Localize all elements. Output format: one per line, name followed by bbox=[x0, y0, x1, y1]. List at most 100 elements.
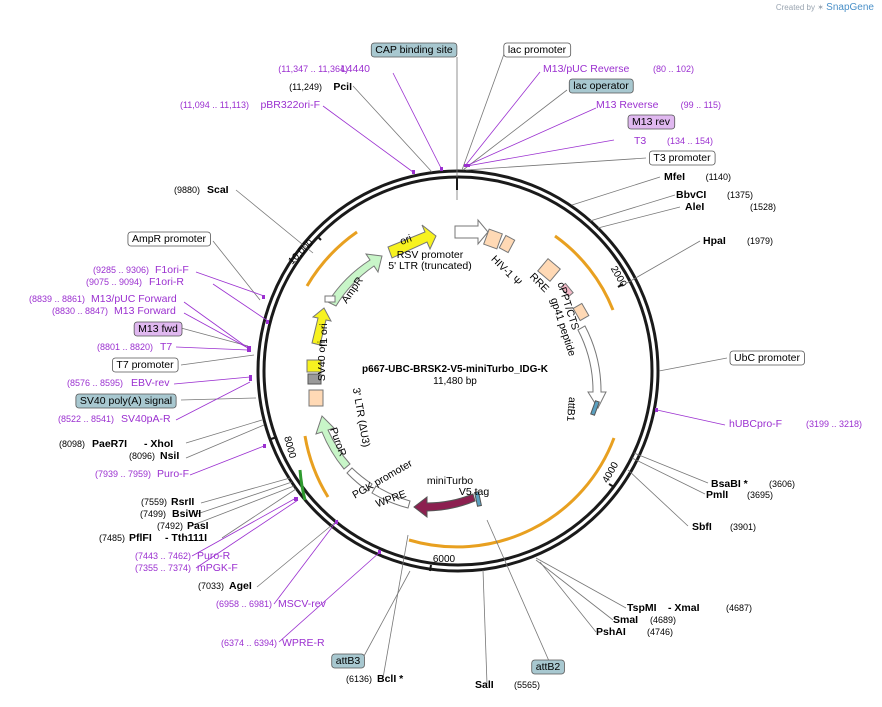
map-label[interactable]: NsiI bbox=[160, 450, 179, 462]
map-label-text[interactable]: attB3 bbox=[336, 655, 361, 667]
map-label-text[interactable]: (8576 .. 8595) bbox=[67, 378, 123, 388]
map-label-text[interactable]: - Tth111I bbox=[165, 532, 207, 544]
map-label-text[interactable]: (1528) bbox=[750, 202, 776, 212]
map-label[interactable]: (3901) bbox=[730, 522, 756, 532]
map-label-text[interactable]: CAP binding site bbox=[375, 44, 453, 56]
map-label[interactable]: WPRE-R bbox=[282, 637, 325, 649]
map-label-text[interactable]: PaeR7I bbox=[92, 438, 127, 450]
map-label[interactable]: (8096) bbox=[129, 451, 155, 461]
map-label-text[interactable]: (11,347 .. 11,364) bbox=[278, 64, 348, 74]
map-label-text[interactable]: (11,094 .. 11,113) bbox=[180, 100, 249, 110]
map-label[interactable]: (99 .. 115) bbox=[681, 100, 721, 110]
map-label[interactable]: CAP binding site bbox=[370, 42, 458, 58]
map-label-text[interactable]: SbfI bbox=[692, 521, 712, 533]
map-label-text[interactable]: (7499) bbox=[140, 509, 166, 519]
map-label-text[interactable]: M13 rev bbox=[632, 116, 671, 128]
map-label-text[interactable]: SmaI bbox=[613, 614, 638, 626]
map-label-text[interactable]: (8830 .. 8847) bbox=[52, 306, 108, 316]
map-label-text[interactable]: (1375) bbox=[727, 190, 753, 200]
map-label-text[interactable]: (8098) bbox=[59, 439, 85, 449]
map-label[interactable]: (3606) bbox=[769, 479, 795, 489]
map-label-text[interactable]: (3695) bbox=[747, 490, 773, 500]
map-label-text[interactable]: NsiI bbox=[160, 450, 179, 462]
map-label[interactable]: RsrII bbox=[171, 496, 194, 508]
map-label[interactable]: attB3 bbox=[331, 653, 365, 669]
map-label[interactable]: PasI bbox=[187, 520, 209, 532]
map-label[interactable]: (3695) bbox=[747, 490, 773, 500]
map-label-text[interactable]: F1ori-F bbox=[155, 264, 189, 276]
map-label-text[interactable]: MSCV-rev bbox=[278, 598, 327, 610]
map-label-text[interactable]: TspMI bbox=[627, 602, 657, 614]
map-label-text[interactable]: (7559) bbox=[141, 497, 167, 507]
map-label[interactable]: (134 .. 154) bbox=[667, 136, 713, 146]
map-label[interactable]: UbC promoter bbox=[729, 350, 805, 366]
map-label[interactable]: (7939 .. 7959) bbox=[95, 469, 151, 479]
map-label[interactable]: (11,347 .. 11,364) bbox=[278, 64, 348, 74]
map-label-text[interactable]: (7485) bbox=[99, 533, 125, 543]
map-label[interactable]: (8801 .. 8820) bbox=[97, 342, 153, 352]
map-label[interactable]: (8839 .. 8861) bbox=[29, 294, 85, 304]
map-label[interactable]: MfeI bbox=[664, 171, 685, 183]
map-label-text[interactable]: WPRE-R bbox=[282, 637, 325, 649]
map-label-text[interactable]: (6136) bbox=[346, 674, 372, 684]
map-label[interactable]: (11,094 .. 11,113) bbox=[180, 100, 249, 110]
feature-v5-tag[interactable] bbox=[473, 491, 483, 507]
map-label-text[interactable]: PmlI bbox=[706, 489, 728, 501]
map-label-text[interactable]: (7443 .. 7462) bbox=[135, 551, 191, 561]
map-label[interactable]: SV40pA-R bbox=[121, 413, 171, 425]
map-label-text[interactable]: L4440 bbox=[341, 63, 370, 75]
map-label[interactable]: pBR322ori-F bbox=[260, 99, 320, 111]
map-label[interactable]: (7499) bbox=[140, 509, 166, 519]
feature-rsv-promoter[interactable] bbox=[454, 218, 489, 246]
map-label[interactable]: (4687) bbox=[726, 603, 752, 613]
map-label-text[interactable]: M13 fwd bbox=[138, 323, 178, 335]
feature-puror[interactable] bbox=[315, 415, 351, 470]
map-label-text[interactable]: T7 bbox=[160, 341, 172, 353]
map-label[interactable]: (7355 .. 7374) bbox=[135, 563, 191, 573]
map-label-text[interactable]: (1140) bbox=[706, 172, 731, 182]
feature-cppt[interactable] bbox=[572, 302, 590, 322]
map-label-text[interactable]: M13 Reverse bbox=[596, 99, 659, 111]
map-label[interactable]: (7559) bbox=[141, 497, 167, 507]
map-label[interactable]: (4746) bbox=[647, 627, 673, 637]
map-label-text[interactable]: ScaI bbox=[207, 184, 229, 196]
map-label[interactable]: (11,249) bbox=[289, 82, 322, 92]
map-label[interactable]: lac operator bbox=[568, 78, 634, 94]
map-label[interactable]: SmaI bbox=[613, 614, 638, 626]
map-label[interactable]: M13 rev bbox=[627, 114, 676, 130]
map-label-text[interactable]: (7033) bbox=[198, 581, 224, 591]
map-label-text[interactable]: (3606) bbox=[769, 479, 795, 489]
map-label[interactable]: lac promoter bbox=[503, 42, 572, 58]
feature-sv40-ori[interactable] bbox=[306, 359, 322, 373]
map-label-text[interactable]: (8522 .. 8541) bbox=[58, 414, 114, 424]
map-label[interactable]: (80 .. 102) bbox=[653, 64, 694, 74]
map-label-text[interactable]: (8096) bbox=[129, 451, 155, 461]
map-label[interactable]: F1ori-R bbox=[149, 276, 184, 288]
map-label-text[interactable]: M13/pUC Forward bbox=[91, 293, 177, 305]
map-label-text[interactable]: Puro-R bbox=[197, 550, 231, 562]
map-label[interactable]: SV40 poly(A) signal bbox=[75, 393, 177, 409]
map-label-text[interactable]: AmpR promoter bbox=[132, 233, 207, 245]
map-label[interactable]: (8098) bbox=[59, 439, 85, 449]
map-label-text[interactable]: (6374 .. 6394) bbox=[221, 638, 277, 648]
map-label[interactable]: BbvCI bbox=[676, 189, 706, 201]
map-label-text[interactable]: BsaBI * bbox=[711, 478, 749, 490]
map-label-text[interactable]: lac promoter bbox=[508, 44, 567, 56]
feature-rre[interactable] bbox=[537, 258, 561, 282]
feature-ampr[interactable] bbox=[327, 253, 383, 307]
map-label[interactable]: - XmaI bbox=[668, 602, 700, 614]
map-label-text[interactable]: (5565) bbox=[514, 680, 540, 690]
map-label-text[interactable]: EBV-rev bbox=[131, 377, 170, 389]
feature-attb1[interactable] bbox=[590, 400, 600, 416]
map-label-text[interactable]: RsrII bbox=[171, 496, 194, 508]
map-label-text[interactable]: AleI bbox=[685, 201, 704, 213]
map-label[interactable]: (7492) bbox=[157, 521, 183, 531]
map-label[interactable]: - XhoI bbox=[144, 438, 173, 450]
feature-ori[interactable] bbox=[387, 224, 437, 259]
map-label-text[interactable]: PasI bbox=[187, 520, 209, 532]
map-label[interactable]: (8522 .. 8541) bbox=[58, 414, 114, 424]
feature-pgk-promoter[interactable] bbox=[346, 467, 373, 492]
map-label[interactable]: T7 bbox=[160, 341, 172, 353]
map-label-text[interactable]: (4689) bbox=[650, 615, 676, 625]
map-label[interactable]: (4689) bbox=[650, 615, 676, 625]
